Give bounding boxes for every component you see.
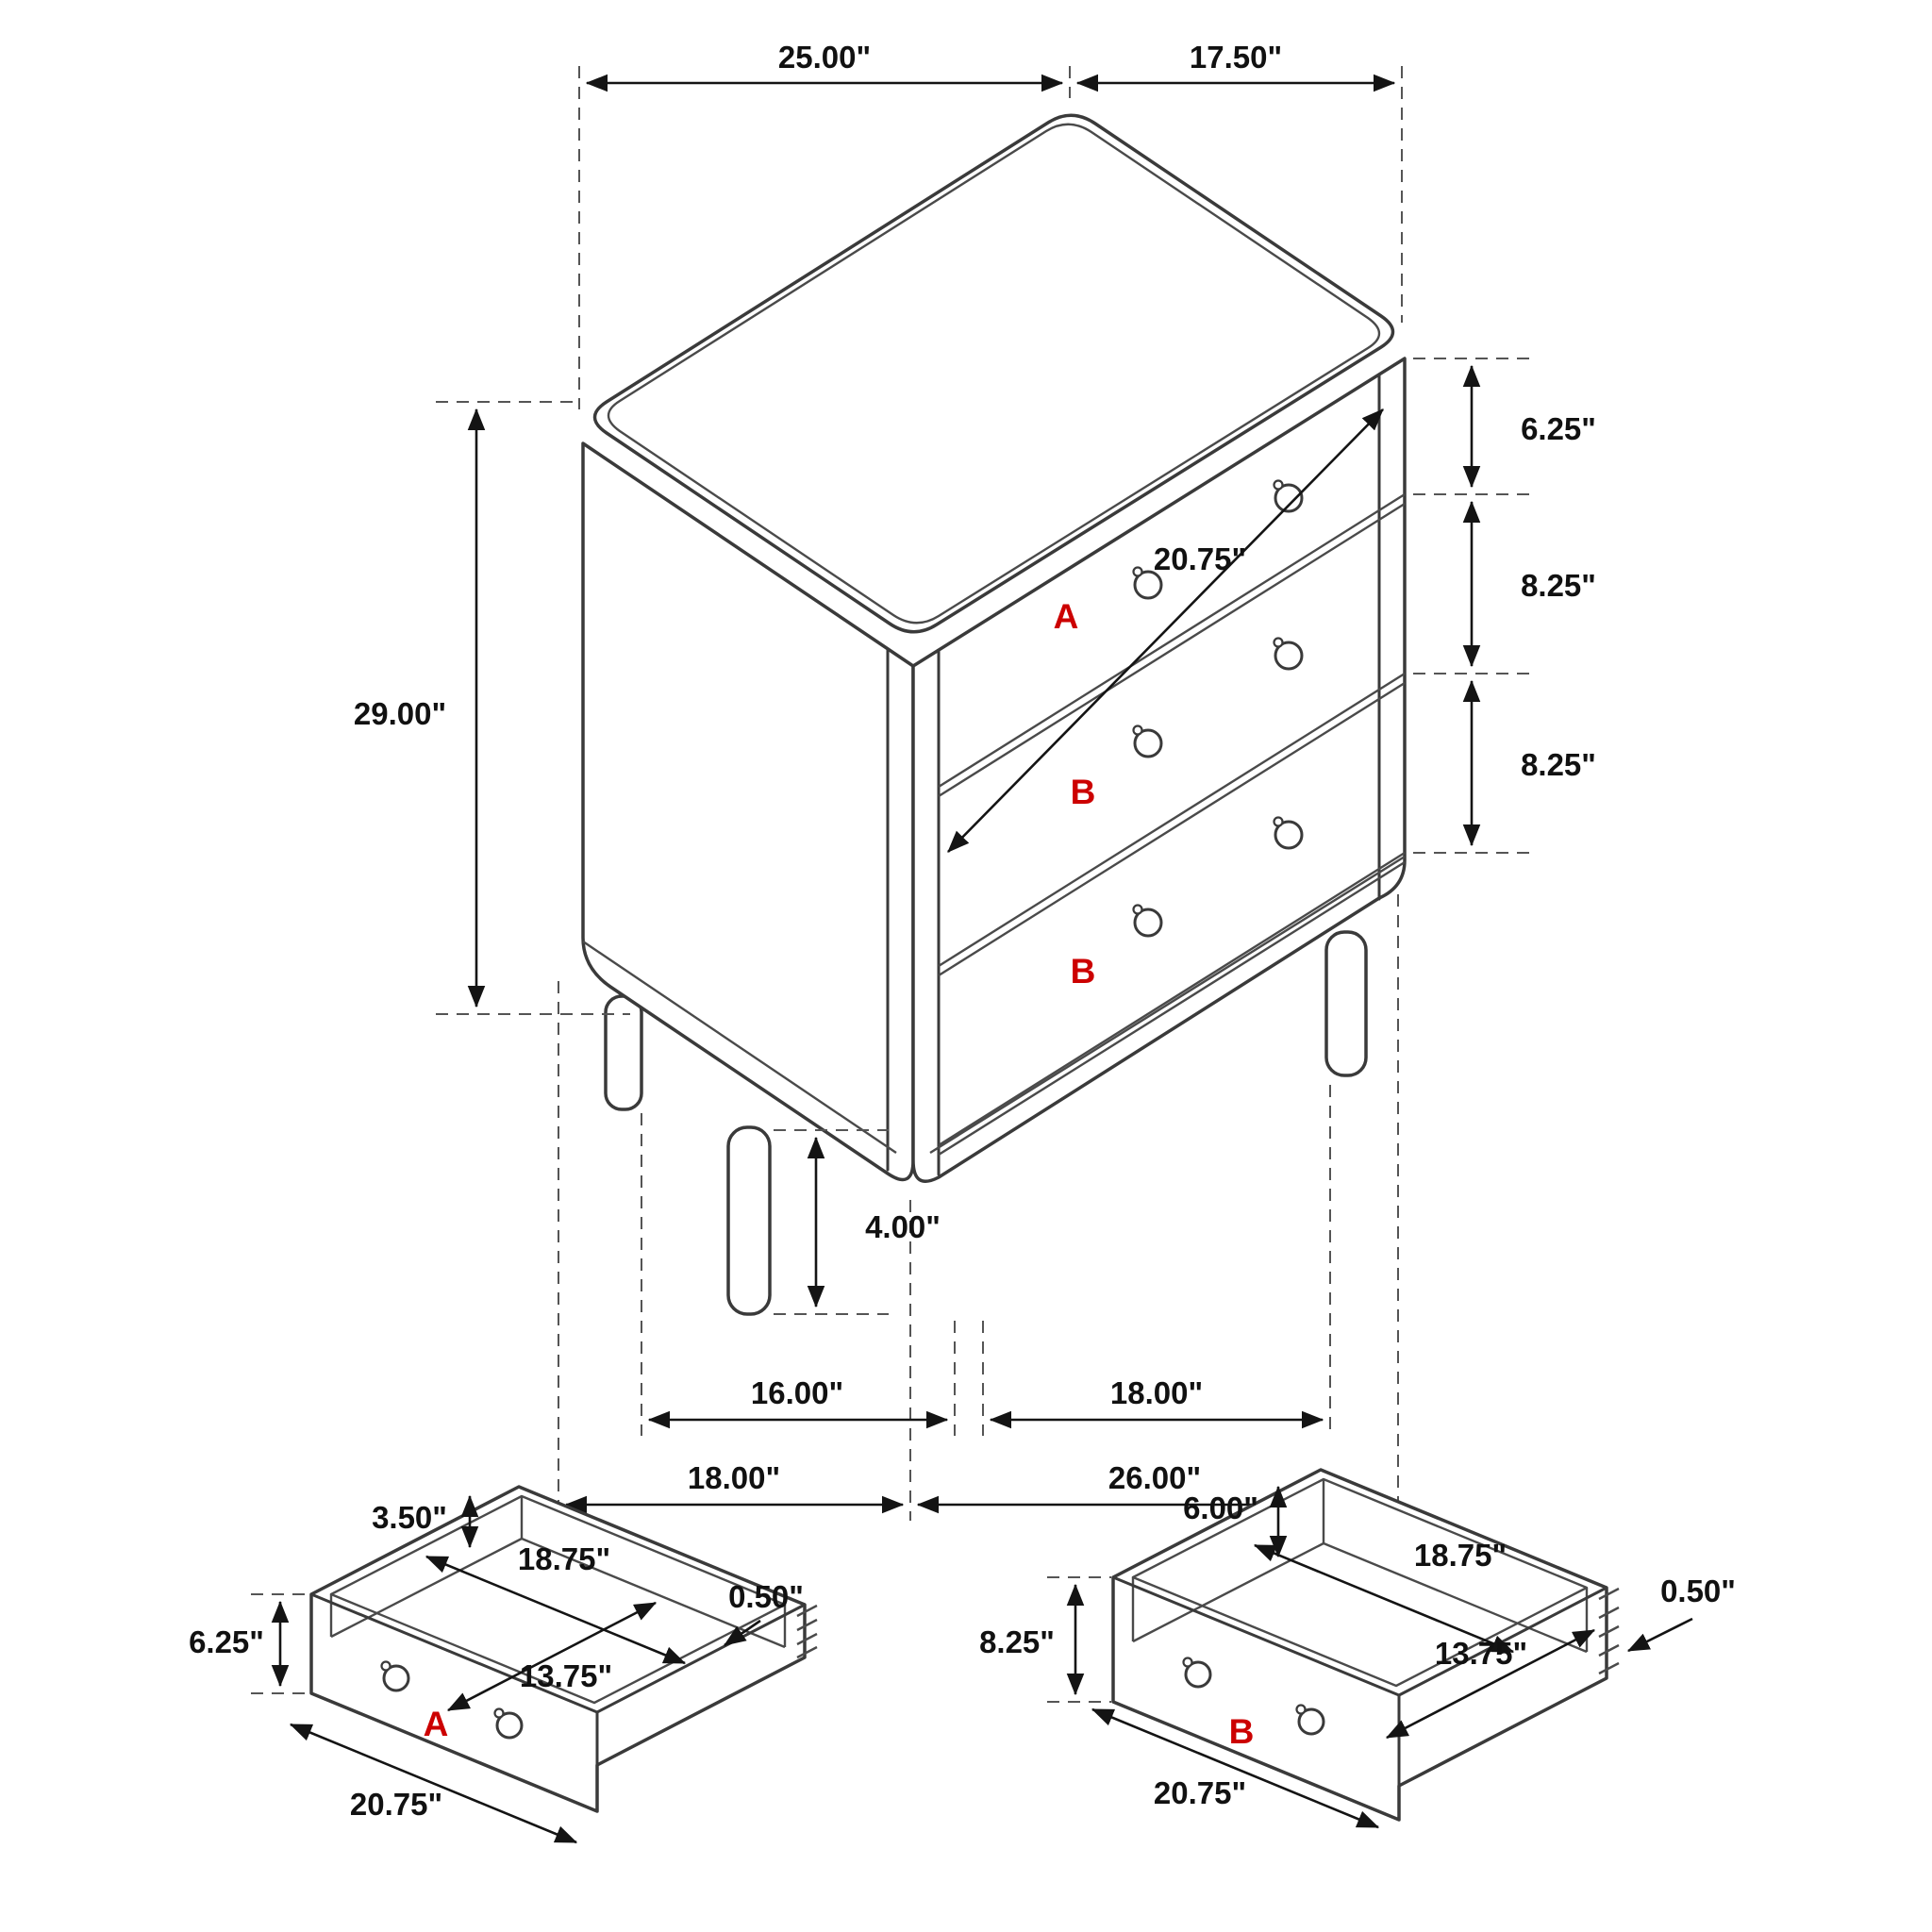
dim-label-leg-span-width: 18.00" bbox=[1110, 1375, 1203, 1410]
right-leg bbox=[1324, 930, 1368, 1077]
dim-label-drawer-width: 20.75" bbox=[1154, 541, 1246, 576]
drawer-b1-label: B bbox=[1071, 773, 1096, 811]
drawer-a-detail: 3.50" 18.75" 13.75" 0.50" 6.25" 20.75" A bbox=[189, 1485, 818, 1844]
drawer-a-extension-lines bbox=[251, 1593, 311, 1694]
dimension-line-a-wall-thickness bbox=[724, 1619, 761, 1647]
dim-label-overall-depth: 18.00" bbox=[688, 1460, 780, 1495]
knob-stem-icon bbox=[1132, 566, 1143, 577]
extension-lines bbox=[436, 66, 1530, 1521]
knob-stem-icon bbox=[1273, 816, 1284, 827]
dim-label-b-front-width: 20.75" bbox=[1154, 1775, 1246, 1810]
dim-label-b-wall-thickness: 0.50" bbox=[1660, 1574, 1736, 1608]
drawer-a-dovetail-hatch bbox=[796, 1604, 818, 1659]
knob-stem-icon bbox=[1273, 637, 1284, 648]
dim-label-top-depth: 17.50" bbox=[1190, 40, 1282, 75]
drawer-b2-label: B bbox=[1071, 952, 1096, 991]
top-surface bbox=[592, 113, 1395, 634]
dimension-line-a-inner-depth bbox=[446, 1601, 658, 1712]
knob-stem-icon bbox=[1132, 724, 1143, 736]
knob-stem-icon bbox=[493, 1707, 505, 1719]
dim-label-a-wall-thickness: 0.50" bbox=[728, 1579, 804, 1614]
dim-label-a-inner-depth: 13.75" bbox=[520, 1658, 612, 1693]
dimension-line-drawer-width bbox=[947, 408, 1384, 853]
drawer-a-interior-floor-lines bbox=[329, 1496, 787, 1649]
top-surface-inner-edge bbox=[607, 123, 1381, 625]
dimension-line-b-inner-depth bbox=[1385, 1628, 1596, 1740]
dim-label-b-front-height: 8.25" bbox=[979, 1624, 1055, 1659]
dim-label-a-front-height: 6.25" bbox=[189, 1624, 264, 1659]
dim-label-drawer-b2-height: 8.25" bbox=[1521, 747, 1596, 782]
bottom-rail-edges bbox=[582, 855, 1406, 1155]
dim-label-leg-span-depth: 16.00" bbox=[751, 1375, 843, 1410]
knob-stem-icon bbox=[1132, 904, 1143, 915]
dim-label-b-inner-width: 18.75" bbox=[1414, 1538, 1507, 1573]
dim-label-top-width: 25.00" bbox=[778, 40, 871, 75]
dim-label-overall-width: 26.00" bbox=[1108, 1460, 1201, 1495]
knob-icon bbox=[1184, 1660, 1212, 1689]
knob-stem-icon bbox=[1182, 1657, 1193, 1668]
dim-label-leg-height: 4.00" bbox=[865, 1209, 941, 1244]
knob-stem-icon bbox=[380, 1660, 391, 1672]
dimension-line-b-wall-thickness bbox=[1626, 1617, 1693, 1653]
knob-stem-icon bbox=[1295, 1704, 1307, 1715]
main-isometric-view: 25.00" 17.50" 29.00" 6.25" 8.25" 8.25" 2… bbox=[354, 40, 1596, 1521]
dimension-line-a-front-width bbox=[289, 1723, 578, 1844]
drawer-a-label: A bbox=[1054, 597, 1079, 636]
dim-label-b-wall-height: 6.00" bbox=[1183, 1491, 1258, 1525]
drawer-b-detail: 6.00" 18.75" 13.75" 0.50" 8.25" 20.75" B bbox=[979, 1468, 1736, 1829]
front-leg bbox=[726, 1125, 772, 1316]
knob-stem-icon bbox=[1273, 479, 1284, 491]
knob-icon bbox=[382, 1664, 410, 1692]
dim-label-a-front-width: 20.75" bbox=[350, 1787, 442, 1822]
drawer-b-dovetail-hatch bbox=[1598, 1587, 1620, 1675]
drawer-b-interior-floor-lines bbox=[1131, 1479, 1589, 1654]
drawer-b-extension-lines bbox=[1047, 1576, 1111, 1703]
dim-label-a-inner-width: 18.75" bbox=[518, 1541, 610, 1576]
drawer-a-detail-label: A bbox=[424, 1705, 449, 1743]
knob-icon bbox=[1133, 908, 1163, 938]
dimension-line-b-front-width bbox=[1091, 1707, 1380, 1829]
drawer-b-detail-label: B bbox=[1229, 1712, 1255, 1751]
dim-label-a-wall-height: 3.50" bbox=[372, 1500, 447, 1535]
dim-label-drawer-b1-height: 8.25" bbox=[1521, 568, 1596, 603]
dim-label-b-inner-depth: 13.75" bbox=[1435, 1636, 1527, 1671]
dim-label-height: 29.00" bbox=[354, 696, 446, 731]
dim-label-drawer-a-height: 6.25" bbox=[1521, 411, 1596, 446]
